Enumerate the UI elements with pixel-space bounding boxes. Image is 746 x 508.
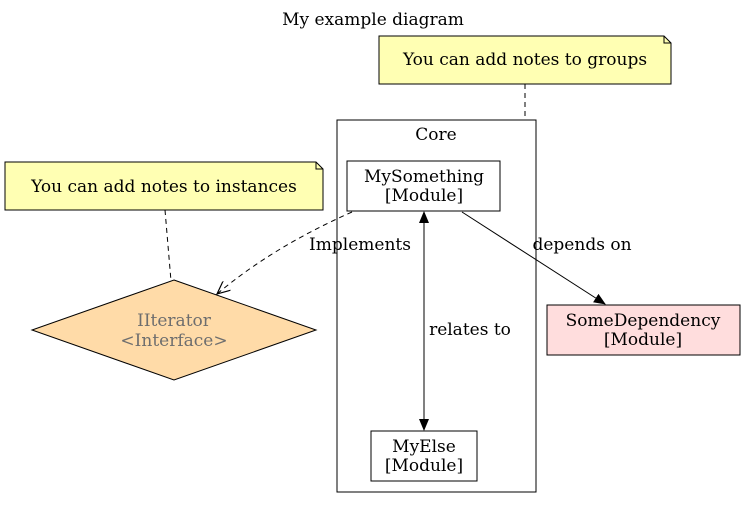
note-instances-shape [4,161,324,211]
node-somedependency-type: [Module] [604,330,682,350]
node-iiterator-type: <Interface> [120,331,227,351]
node-iiterator: IIterator <Interface> [30,279,318,381]
note-groups: You can add notes to groups [378,35,672,85]
node-mysomething-box [346,160,501,212]
node-myelse-box [370,430,478,482]
edge-relates-to-label: relates to [429,320,511,340]
group-core-border [336,119,537,493]
group-core: Core [336,119,537,493]
node-mysomething-type: [Module] [385,186,463,206]
node-iiterator-name: IIterator [137,311,212,331]
diagram-title: My example diagram [282,10,464,30]
note-instances-text: You can add notes to instances [30,177,297,197]
note-instances-connector [164,209,172,282]
node-somedependency-box [546,304,741,356]
node-mysomething: MySomething [Module] [346,160,501,212]
note-instances-fold [315,162,323,170]
note-groups-fold [663,36,671,44]
node-myelse-name: MyElse [392,437,456,457]
node-mysomething-name: MySomething [364,167,484,187]
node-myelse: MyElse [Module] [370,430,478,482]
edge-depends-on [461,211,606,305]
node-myelse-type: [Module] [385,456,463,476]
note-groups-shape [378,35,672,85]
node-iiterator-shape [30,279,318,381]
note-groups-text: You can add notes to groups [402,50,647,70]
note-instances: You can add notes to instances [4,161,324,211]
node-somedependency-name: SomeDependency [566,311,721,331]
node-somedependency: SomeDependency [Module] [546,304,741,356]
group-core-label: Core [415,125,456,145]
edge-implements [217,211,353,294]
edge-depends-on-label: depends on [532,235,631,255]
edge-implements-label: Implements [309,235,411,255]
